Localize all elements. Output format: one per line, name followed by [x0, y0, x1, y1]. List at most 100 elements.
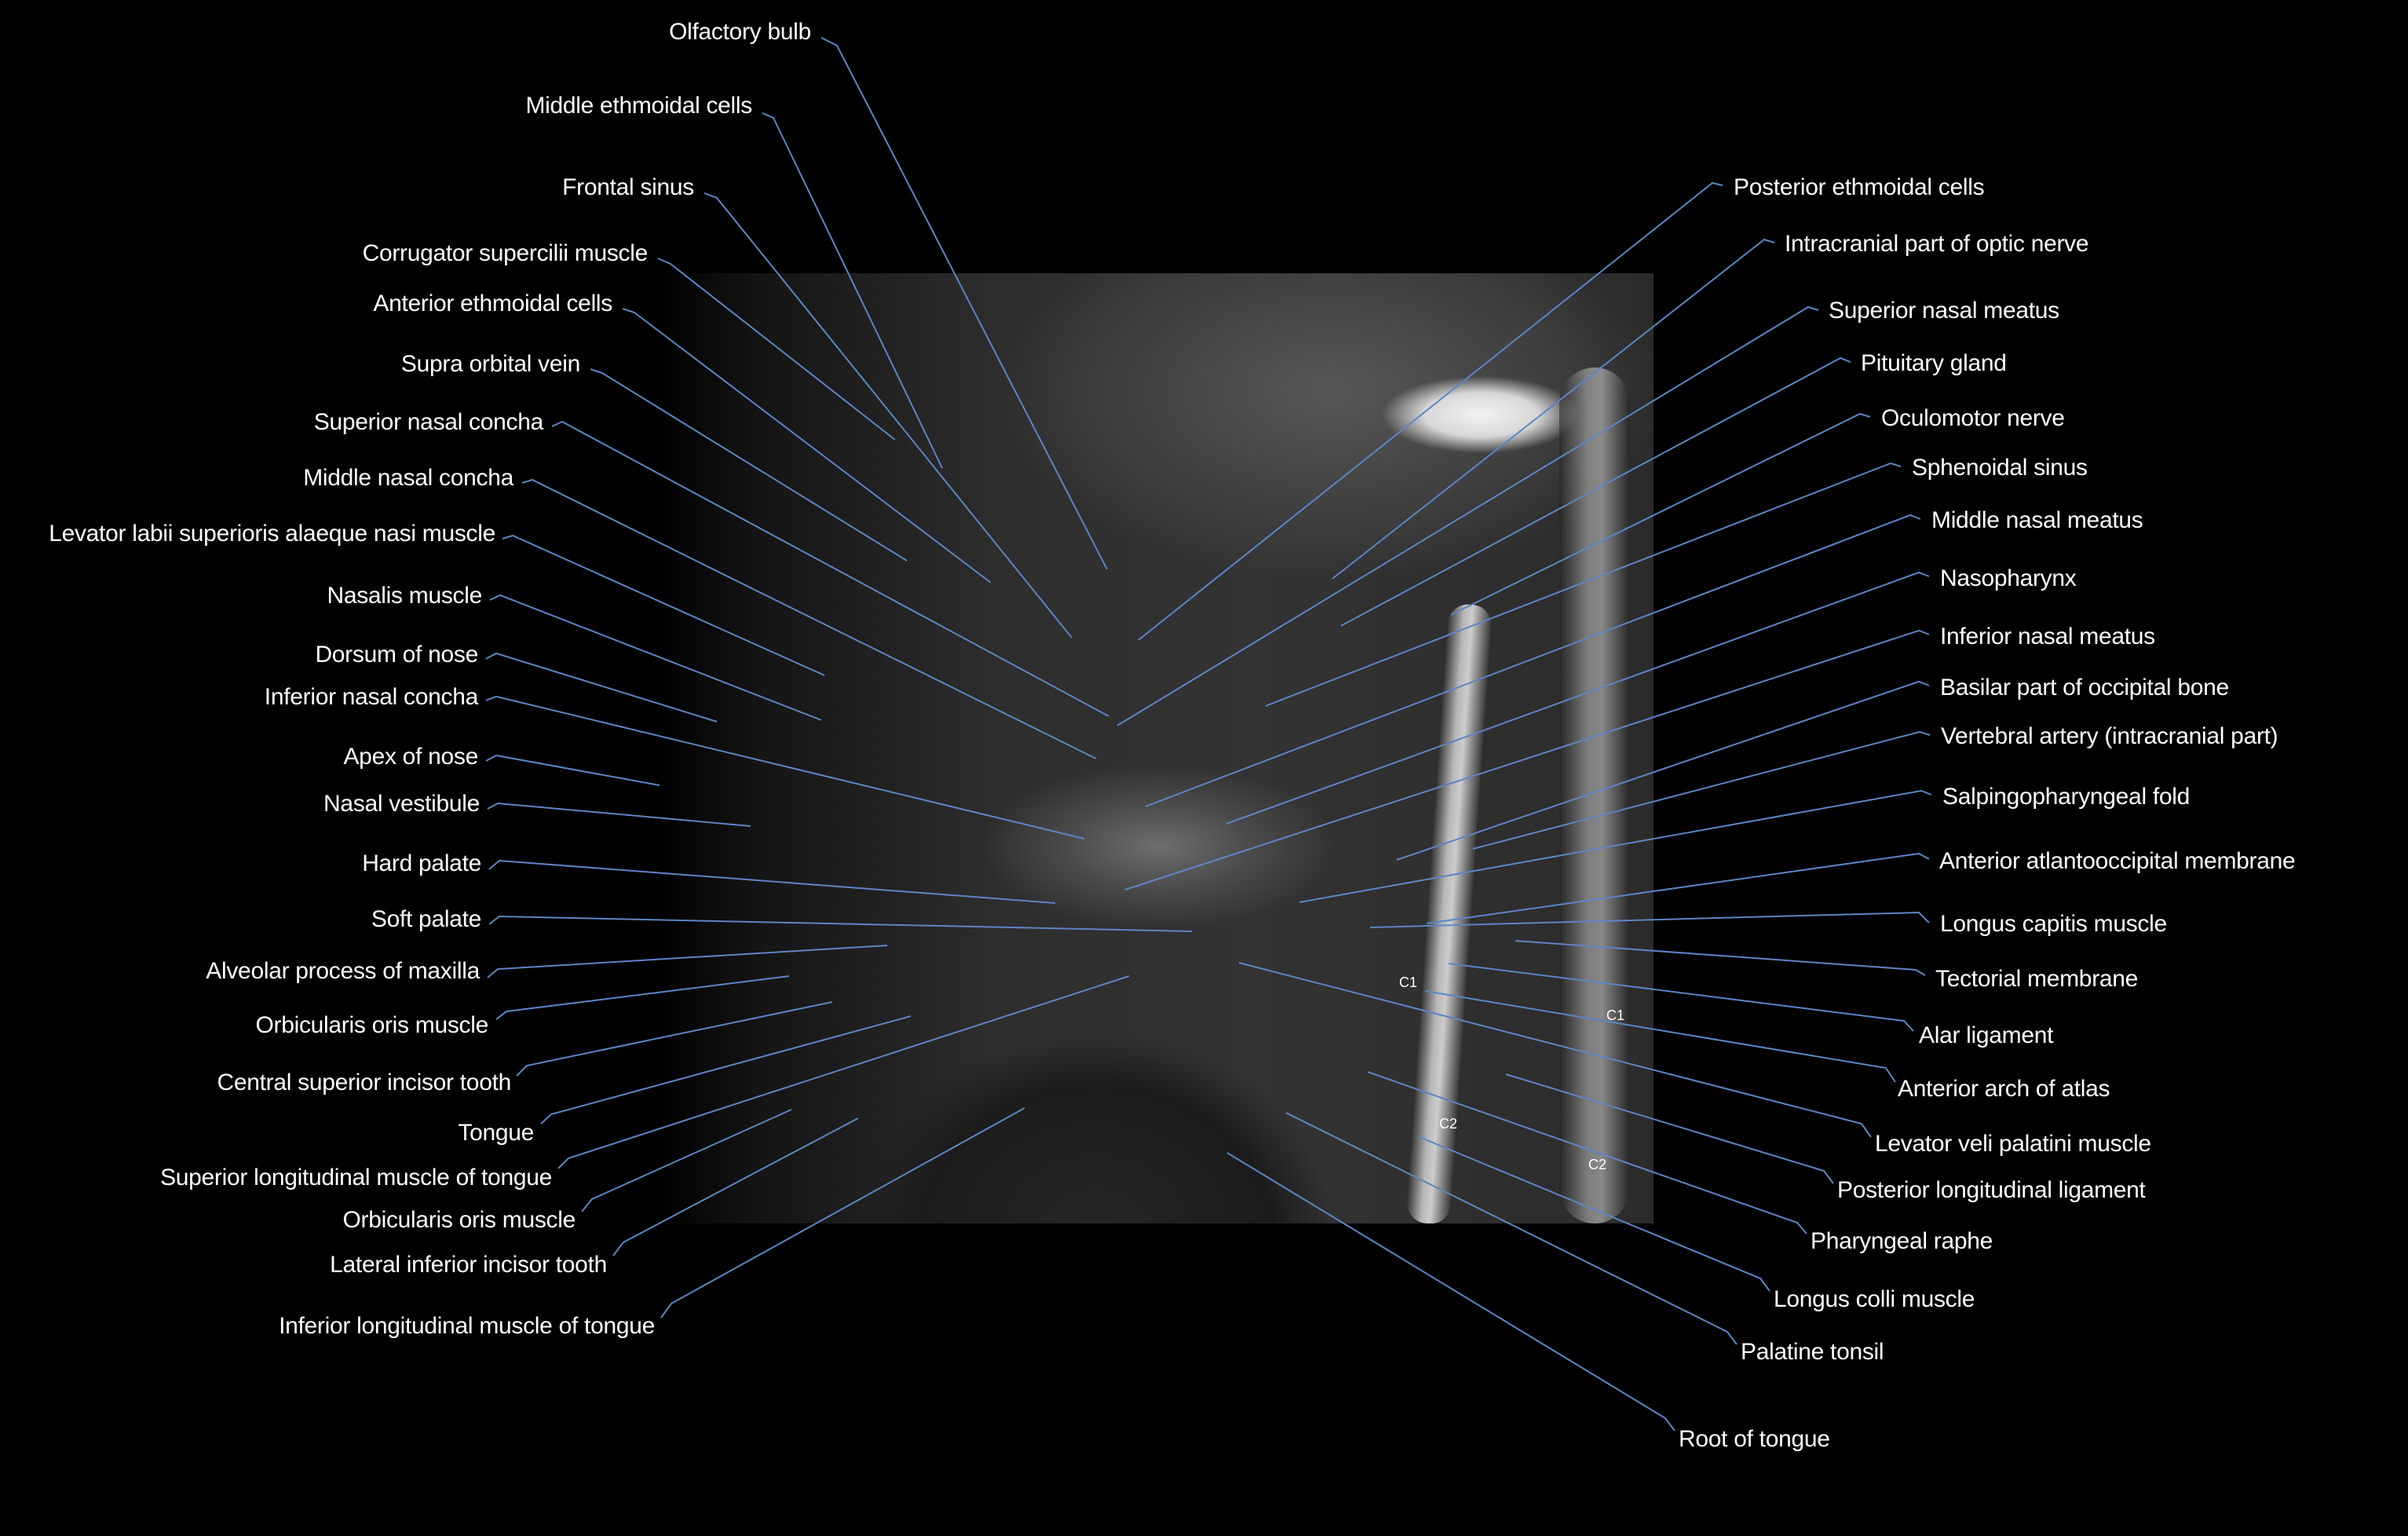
- label-oculomotor-nerve: Oculomotor nerve: [1881, 405, 2065, 431]
- label-nasal-vestibule: Nasal vestibule: [323, 791, 480, 817]
- label-vertebral-artery-intracranial-part: Vertebral artery (intracranial part): [1941, 723, 2278, 749]
- label-orbicularis-oris-muscle: Orbicularis oris muscle: [255, 1012, 489, 1038]
- leader-line-posterior-longitudinal-ligament: [1505, 1073, 1834, 1184]
- leader-line-tectorial-membrane: [1515, 940, 1926, 976]
- leader-line-anterior-arch-of-atlas: [1424, 990, 1896, 1083]
- leader-line-oculomotor-nerve: [1450, 412, 1871, 616]
- label-lateral-inferior-incisor-tooth: Lateral inferior incisor tooth: [330, 1252, 607, 1278]
- vertebra-marker-c2: C2: [1439, 1116, 1458, 1132]
- label-middle-ethmoidal-cells: Middle ethmoidal cells: [525, 93, 752, 119]
- leader-line-superior-nasal-meatus: [1116, 305, 1819, 726]
- label-soft-palate: Soft palate: [371, 906, 481, 932]
- leader-line-supra-orbital-vein: [590, 368, 908, 561]
- label-alar-ligament: Alar ligament: [1919, 1022, 2054, 1048]
- label-apex-of-nose: Apex of nose: [343, 744, 478, 770]
- label-posterior-longitudinal-ligament: Posterior longitudinal ligament: [1837, 1177, 2146, 1203]
- leader-line-alar-ligament: [1448, 963, 1914, 1032]
- label-dorsum-of-nose: Dorsum of nose: [315, 642, 478, 667]
- leader-line-dorsum-of-nose: [485, 652, 718, 722]
- label-orbicularis-oris-muscle: Orbicularis oris muscle: [342, 1207, 576, 1233]
- label-superior-nasal-meatus: Superior nasal meatus: [1829, 298, 2059, 324]
- leader-line-lateral-inferior-incisor-tooth: [612, 1117, 859, 1256]
- label-root-of-tongue: Root of tongue: [1679, 1426, 1830, 1452]
- label-sphenoidal-sinus: Sphenoidal sinus: [1912, 455, 2088, 481]
- leader-line-longus-capitis-muscle: [1369, 911, 1930, 928]
- leader-line-basilar-part-of-occipital-bone: [1396, 680, 1930, 861]
- label-posterior-ethmoidal-cells: Posterior ethmoidal cells: [1734, 174, 1985, 200]
- label-middle-nasal-meatus: Middle nasal meatus: [1931, 507, 2143, 533]
- label-anterior-ethmoidal-cells: Anterior ethmoidal cells: [373, 291, 612, 316]
- leader-line-middle-nasal-concha: [521, 478, 1097, 759]
- label-intracranial-part-of-optic-nerve: Intracranial part of optic nerve: [1785, 231, 2089, 257]
- leader-line-intracranial-part-of-optic-nerve: [1332, 238, 1775, 580]
- leader-line-palatine-tonsil: [1285, 1112, 1737, 1345]
- leader-line-nasopharynx: [1226, 571, 1930, 825]
- leader-line-longus-colli-muscle: [1419, 1136, 1770, 1292]
- label-tongue: Tongue: [458, 1120, 534, 1146]
- leader-line-nasal-vestibule: [487, 802, 751, 827]
- leader-line-sphenoidal-sinus: [1265, 462, 1902, 707]
- label-nasalis-muscle: Nasalis muscle: [327, 583, 482, 609]
- leader-line-nasalis-muscle: [489, 594, 822, 721]
- label-levator-veli-palatini-muscle: Levator veli palatini muscle: [1875, 1131, 2151, 1157]
- label-alveolar-process-of-maxilla: Alveolar process of maxilla: [206, 958, 480, 984]
- label-hard-palate: Hard palate: [362, 850, 481, 876]
- leader-line-middle-ethmoidal-cells: [762, 112, 943, 469]
- leader-line-pharyngeal-raphe: [1367, 1071, 1807, 1234]
- leader-line-levator-veli-palatini-muscle: [1238, 962, 1872, 1138]
- leader-line-central-superior-incisor-tooth: [516, 1001, 833, 1077]
- leader-line-inferior-longitudinal-muscle-of-tongue: [660, 1107, 1025, 1318]
- label-salpingopharyngeal-fold: Salpingopharyngeal fold: [1942, 784, 2191, 810]
- label-longus-colli-muscle: Longus colli muscle: [1774, 1286, 1975, 1312]
- vertebra-marker-c1: C1: [1606, 1008, 1625, 1023]
- leader-line-pituitary-gland: [1340, 357, 1851, 627]
- label-anterior-atlantooccipital-membrane: Anterior atlantooccipital membrane: [1939, 848, 2296, 874]
- label-basilar-part-of-occipital-bone: Basilar part of occipital bone: [1940, 675, 2229, 700]
- leader-line-olfactory-bulb: [820, 37, 1108, 570]
- label-inferior-longitudinal-muscle-of-tongue: Inferior longitudinal muscle of tongue: [279, 1313, 655, 1339]
- vertebra-marker-c1: C1: [1399, 975, 1418, 990]
- label-superior-longitudinal-muscle-of-tongue: Superior longitudinal muscle of tongue: [160, 1165, 552, 1190]
- label-central-superior-incisor-tooth: Central superior incisor tooth: [217, 1070, 511, 1095]
- leader-line-root-of-tongue: [1226, 1152, 1675, 1432]
- sagittal-mri-image: [656, 273, 1653, 1223]
- label-pituitary-gland: Pituitary gland: [1861, 350, 2007, 376]
- leader-line-corrugator-supercilii-muscle: [657, 258, 896, 441]
- leader-line-inferior-nasal-meatus: [1124, 629, 1930, 891]
- leader-line-salpingopharyngeal-fold: [1299, 789, 1932, 903]
- label-middle-nasal-concha: Middle nasal concha: [303, 465, 513, 491]
- vertebra-marker-c2: C2: [1588, 1157, 1607, 1172]
- label-pharyngeal-raphe: Pharyngeal raphe: [1811, 1228, 1993, 1254]
- leader-line-frontal-sinus: [703, 192, 1072, 638]
- label-corrugator-supercilii-muscle: Corrugator supercilii muscle: [362, 240, 649, 266]
- leader-line-apex-of-nose: [485, 754, 660, 786]
- leader-line-vertebral-artery-intracranial-part: [1472, 730, 1931, 850]
- leader-line-levator-labii-superioris-alaeque-nasi-muscle: [502, 534, 825, 676]
- label-levator-labii-superioris-alaeque-nasi-muscle: Levator labii superioris alaeque nasi mu…: [49, 521, 495, 547]
- label-inferior-nasal-meatus: Inferior nasal meatus: [1940, 624, 2155, 649]
- leader-line-inferior-nasal-concha: [485, 695, 1085, 839]
- leader-line-anterior-ethmoidal-cells: [622, 308, 992, 583]
- label-inferior-nasal-concha: Inferior nasal concha: [264, 684, 479, 710]
- leader-line-orbicularis-oris-muscle: [581, 1109, 792, 1212]
- leader-line-posterior-ethmoidal-cells: [1138, 181, 1723, 641]
- leader-line-hard-palate: [488, 859, 1056, 904]
- leader-line-superior-nasal-concha: [551, 420, 1109, 717]
- label-longus-capitis-muscle: Longus capitis muscle: [1940, 911, 2167, 937]
- leader-line-soft-palate: [488, 915, 1193, 932]
- label-nasopharynx: Nasopharynx: [1940, 565, 2077, 591]
- leader-line-orbicularis-oris-muscle: [495, 975, 790, 1020]
- label-superior-nasal-concha: Superior nasal concha: [313, 409, 544, 435]
- label-tectorial-membrane: Tectorial membrane: [1935, 966, 2139, 992]
- leader-line-superior-longitudinal-muscle-of-tongue: [557, 975, 1130, 1169]
- label-supra-orbital-vein: Supra orbital vein: [400, 351, 580, 377]
- leader-line-anterior-atlantooccipital-membrane: [1426, 852, 1930, 924]
- leader-line-alveolar-process-of-maxilla: [487, 945, 888, 978]
- leader-line-tongue: [540, 1015, 912, 1125]
- leader-line-middle-nasal-meatus: [1145, 514, 1921, 807]
- label-frontal-sinus: Frontal sinus: [562, 174, 694, 200]
- label-olfactory-bulb: Olfactory bulb: [669, 19, 811, 45]
- label-palatine-tonsil: Palatine tonsil: [1741, 1339, 1884, 1365]
